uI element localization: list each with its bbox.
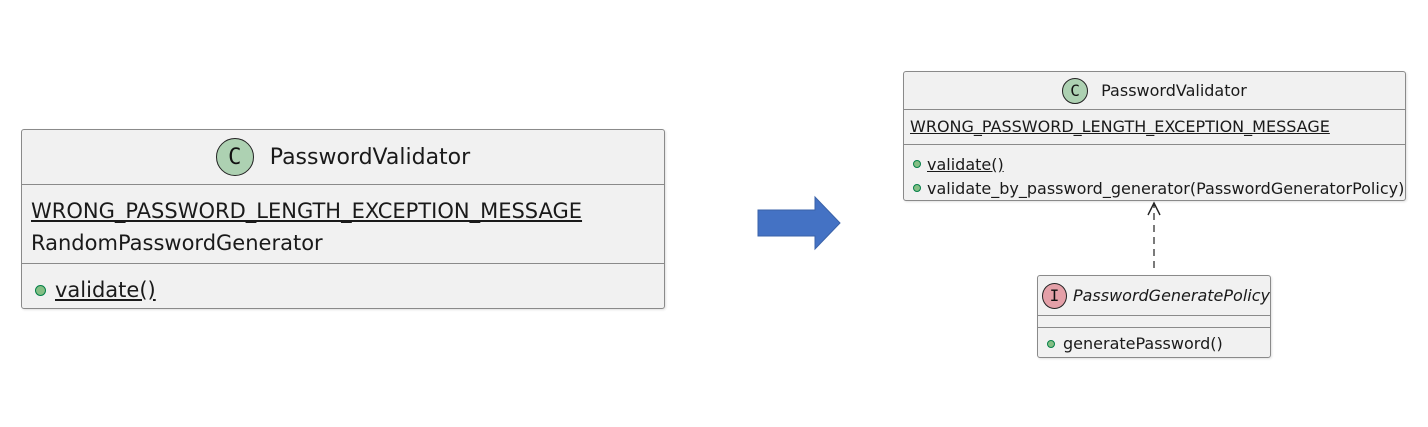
static-method: validate() — [927, 154, 1004, 174]
interface-stereotype-icon: I — [1042, 282, 1067, 309]
attributes-section — [1038, 316, 1270, 328]
transform-arrow-icon — [757, 195, 841, 251]
methods-section: validate() — [22, 264, 664, 306]
method-row: generatePassword() — [1047, 334, 1270, 353]
attributes-section: WRONG_PASSWORD_LENGTH_EXCEPTION_MESSAGE … — [22, 185, 664, 264]
static-attribute: WRONG_PASSWORD_LENGTH_EXCEPTION_MESSAGE — [910, 117, 1330, 136]
class-name: PasswordValidator — [1101, 81, 1247, 100]
password-generate-policy-interface: I PasswordGeneratePolicy generatePasswor… — [1037, 275, 1271, 358]
method-row: validate_by_password_generator(PasswordG… — [913, 176, 1405, 200]
static-method: validate() — [55, 278, 156, 302]
class-name: PasswordValidator — [269, 144, 471, 170]
attribute: RandomPasswordGenerator — [31, 231, 323, 255]
public-visibility-icon — [1047, 339, 1055, 348]
public-visibility-icon — [913, 160, 921, 168]
password-validator-class-after: C PasswordValidator WRONG_PASSWORD_LENGT… — [903, 71, 1406, 201]
methods-section: generatePassword() — [1038, 328, 1270, 353]
public-visibility-icon — [913, 184, 921, 192]
interface-header: I PasswordGeneratePolicy — [1038, 276, 1270, 316]
realization-arrowhead-icon — [1147, 201, 1161, 216]
method-row: validate() — [913, 152, 1405, 176]
static-attribute: WRONG_PASSWORD_LENGTH_EXCEPTION_MESSAGE — [31, 199, 583, 223]
method: validate_by_password_generator(PasswordG… — [927, 178, 1405, 198]
method-row: validate() — [35, 274, 664, 306]
attributes-section: WRONG_PASSWORD_LENGTH_EXCEPTION_MESSAGE — [904, 110, 1405, 145]
class-stereotype-icon: C — [1062, 77, 1089, 104]
class-header: C PasswordValidator — [22, 130, 664, 185]
public-visibility-icon — [35, 284, 46, 296]
class-stereotype-icon: C — [215, 138, 254, 176]
password-validator-class-before: C PasswordValidator WRONG_PASSWORD_LENGT… — [21, 129, 665, 309]
interface-name: PasswordGeneratePolicy — [1072, 286, 1270, 305]
methods-section: validate() validate_by_password_generato… — [904, 145, 1405, 200]
class-header: C PasswordValidator — [904, 72, 1405, 110]
method: generatePassword() — [1063, 334, 1223, 353]
